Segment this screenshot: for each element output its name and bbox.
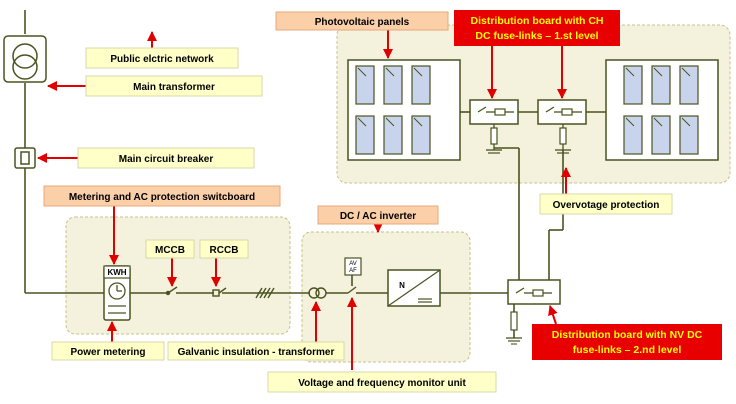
pv-module-mark xyxy=(653,117,663,127)
svg-text:Overvotage protection: Overvotage protection xyxy=(553,200,660,211)
pv-module xyxy=(679,115,699,155)
pv-module-mark xyxy=(357,117,367,127)
pv-module-mark xyxy=(385,117,395,127)
pv-module xyxy=(623,115,643,155)
label-voltage-frequency-monitor: Voltage and frequency monitor unit xyxy=(267,371,497,393)
svg-text:MCCB: MCCB xyxy=(155,245,185,256)
pv-module xyxy=(651,115,671,155)
svg-text:Public elctric network: Public elctric network xyxy=(110,54,214,65)
label-metering-switchboard: Metering and AC protection switcboard xyxy=(43,185,281,207)
svg-text:Galvanic insulation - transfor: Galvanic insulation - transformer xyxy=(178,347,335,358)
pv-module-mark xyxy=(625,117,635,127)
av-af-monitor-box xyxy=(344,257,362,276)
label-distribution-board-ch: Distribution board with CH DC fuse-links… xyxy=(454,10,620,46)
pv-module xyxy=(355,65,375,105)
svg-text:Power metering: Power metering xyxy=(70,347,145,358)
label-distribution-board-nv: Distribution board with NV DC fuse-links… xyxy=(532,324,722,360)
label-photovoltaic-panels: Photovoltaic panels xyxy=(275,11,449,31)
svg-text:Distribution board with CH: Distribution board with CH xyxy=(471,15,604,27)
main-breaker-symbol xyxy=(14,147,36,169)
pv-module-mark xyxy=(681,67,691,77)
label-dc-ac-inverter: DC / AC inverter xyxy=(317,205,439,225)
ch-distribution-board-right xyxy=(537,99,587,154)
metering-zone xyxy=(65,216,291,335)
pv-module-mark xyxy=(653,67,663,77)
pv-module xyxy=(411,115,431,155)
cable-ticks-symbol xyxy=(255,287,275,299)
pv-module xyxy=(383,65,403,105)
svg-text:DC fuse-links – 1.st level: DC fuse-links – 1.st level xyxy=(475,30,598,42)
pv-module-mark xyxy=(413,117,423,127)
svg-text:Voltage and frequency monitor: Voltage and frequency monitor unit xyxy=(298,378,466,389)
svg-text:DC / AC inverter: DC / AC inverter xyxy=(340,211,416,222)
label-galvanic-insulation: Galvanic insulation - transformer xyxy=(167,341,345,361)
label-rccb: RCCB xyxy=(199,239,249,259)
svg-text:Metering and AC protection swi: Metering and AC protection switcboard xyxy=(69,192,255,203)
callout-arrows xyxy=(37,28,571,370)
pv-module xyxy=(411,65,431,105)
galvanic-transformer-symbol xyxy=(308,287,327,299)
mccb-switch-symbol xyxy=(165,286,178,296)
label-main-transformer: Main transformer xyxy=(85,75,263,97)
kwh-label: KWH xyxy=(107,268,126,277)
pv-module-mark xyxy=(385,67,395,77)
label-power-metering: Power metering xyxy=(51,341,165,361)
nv-distribution-board-symbol xyxy=(506,279,561,345)
pv-module-mark xyxy=(357,67,367,77)
main-transformer-symbol xyxy=(3,35,47,83)
inverter-switch-symbol xyxy=(347,286,357,294)
pv-module-mark xyxy=(413,67,423,77)
label-public-network: Public elctric network xyxy=(85,47,239,69)
pv-module xyxy=(355,115,375,155)
pv-module xyxy=(651,65,671,105)
kwh-meter-symbol xyxy=(103,265,131,321)
svg-text:RCCB: RCCB xyxy=(210,245,239,256)
pv-module-mark xyxy=(681,117,691,127)
svg-text:fuse-links – 2.nd level: fuse-links – 2.nd level xyxy=(573,344,682,356)
pv-module-mark xyxy=(625,67,635,77)
inverter-zone xyxy=(301,231,471,363)
pv-module xyxy=(679,65,699,105)
rccb-switch-symbol xyxy=(212,287,227,297)
ch-distribution-board-left xyxy=(469,99,519,154)
av-label: AV xyxy=(349,261,357,267)
label-overvoltage-protection: Overvotage protection xyxy=(539,193,673,215)
af-label: AF xyxy=(349,268,357,274)
pv-module xyxy=(623,65,643,105)
svg-text:Photovoltaic panels: Photovoltaic panels xyxy=(315,17,410,28)
pv-module xyxy=(383,115,403,155)
label-mccb: MCCB xyxy=(145,239,195,259)
svg-text:Main transformer: Main transformer xyxy=(133,82,215,93)
label-main-breaker: Main circuit breaker xyxy=(77,147,255,169)
svg-text:Distribution board with NV DC: Distribution board with NV DC xyxy=(552,329,703,341)
inverter-box xyxy=(387,269,441,307)
inverter-n-label: N xyxy=(399,281,405,290)
svg-text:Main circuit breaker: Main circuit breaker xyxy=(119,154,214,165)
